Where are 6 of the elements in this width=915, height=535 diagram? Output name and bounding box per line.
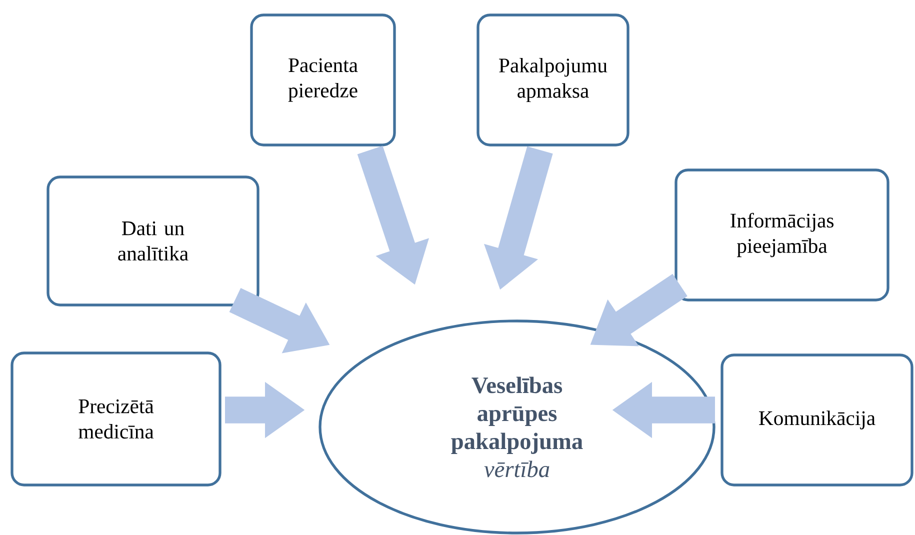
concept-box: Precizētā medicīna bbox=[10, 352, 222, 486]
concept-box: Informācijas pieejamība bbox=[674, 168, 890, 302]
concept-box: Pacienta pieredze bbox=[250, 14, 396, 146]
concept-box: Komunikācija bbox=[720, 354, 914, 486]
concept-box: Dati un analītika bbox=[46, 176, 260, 306]
concept-box: Pakalpojumu apmaksa bbox=[476, 14, 630, 146]
